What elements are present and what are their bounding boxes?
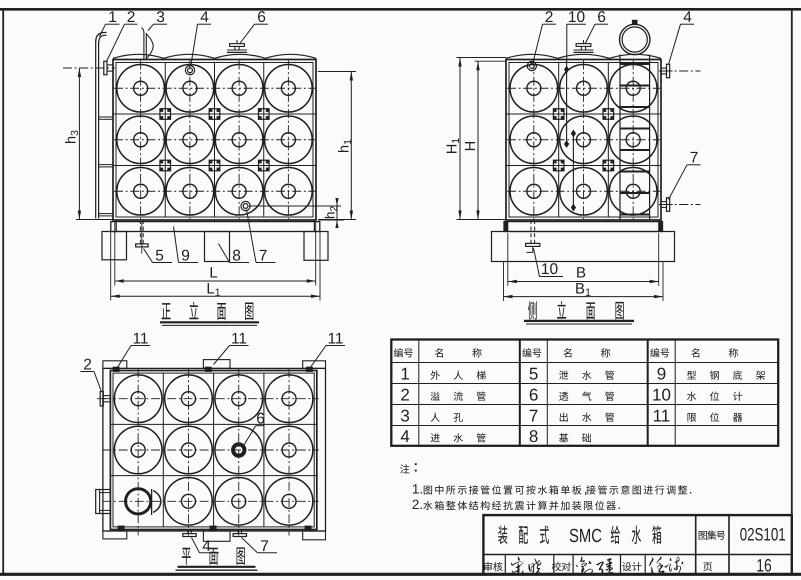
svg-text:H: H xyxy=(463,141,479,151)
svg-text:4: 4 xyxy=(683,9,692,26)
svg-text:4: 4 xyxy=(200,9,209,26)
svg-text:11: 11 xyxy=(653,407,671,426)
svg-text:8: 8 xyxy=(232,247,241,264)
svg-text:2: 2 xyxy=(127,9,136,26)
svg-text:1.: 1. xyxy=(412,481,423,496)
svg-text:10: 10 xyxy=(541,261,559,278)
svg-text:5: 5 xyxy=(529,365,538,384)
svg-text:B: B xyxy=(576,265,586,282)
svg-text:,: , xyxy=(584,481,588,496)
svg-text:9: 9 xyxy=(657,365,666,384)
svg-text:4: 4 xyxy=(400,427,409,446)
svg-text:11: 11 xyxy=(327,330,343,347)
svg-text:3: 3 xyxy=(156,9,165,26)
svg-text:7: 7 xyxy=(529,407,538,426)
svg-text:2: 2 xyxy=(400,386,409,405)
svg-text:3: 3 xyxy=(400,407,409,426)
svg-text:11: 11 xyxy=(231,330,247,347)
svg-text:1: 1 xyxy=(108,9,117,26)
svg-text:9: 9 xyxy=(181,247,190,264)
svg-text:6: 6 xyxy=(529,386,538,405)
svg-text:2: 2 xyxy=(83,356,92,373)
svg-text:7: 7 xyxy=(690,150,699,167)
svg-text:10: 10 xyxy=(652,386,671,405)
svg-text:L: L xyxy=(209,265,217,282)
svg-text:5: 5 xyxy=(155,247,164,264)
svg-text:16: 16 xyxy=(756,555,772,575)
svg-text:6: 6 xyxy=(257,9,266,26)
svg-text:.: . xyxy=(689,481,693,496)
svg-text:2.: 2. xyxy=(412,497,423,512)
svg-text:2: 2 xyxy=(545,9,554,26)
svg-text:7: 7 xyxy=(260,538,269,555)
svg-text:SMC: SMC xyxy=(569,526,602,547)
svg-text:02S101: 02S101 xyxy=(740,524,786,544)
svg-text:6: 6 xyxy=(597,9,606,26)
svg-text:6: 6 xyxy=(256,411,265,428)
svg-text:7: 7 xyxy=(259,247,268,264)
svg-text:1: 1 xyxy=(400,365,409,384)
svg-text:8: 8 xyxy=(529,427,538,446)
svg-text:11: 11 xyxy=(132,330,148,347)
svg-text:4: 4 xyxy=(202,538,211,555)
svg-text:.: . xyxy=(617,497,621,512)
svg-text:10: 10 xyxy=(568,9,586,26)
